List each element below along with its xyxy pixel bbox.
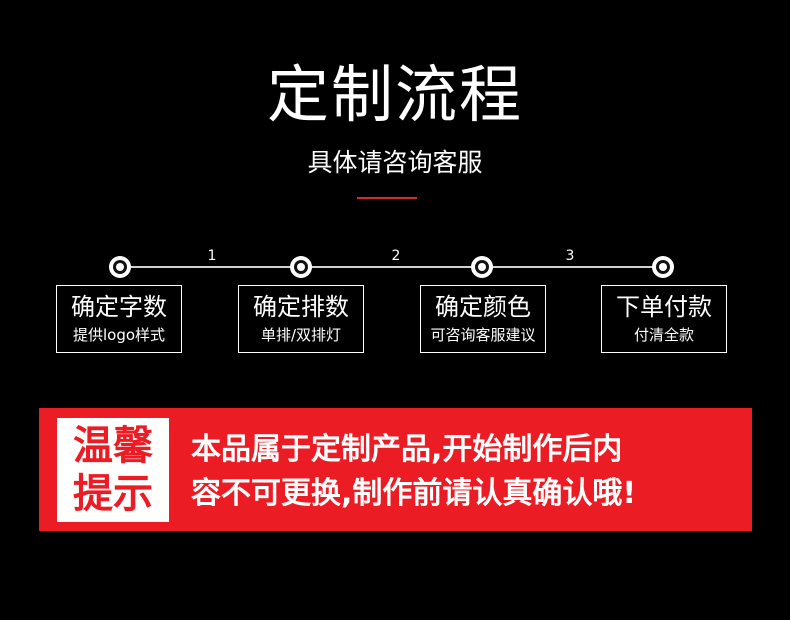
- notice-text-line1: 本品属于定制产品,开始制作后内: [191, 432, 623, 467]
- step-desc: 付清全款: [633, 326, 694, 344]
- accent-divider: [357, 197, 417, 199]
- flow-node-1: [109, 256, 131, 278]
- flow-node-2: [290, 256, 312, 278]
- connector-number-2: 2: [391, 248, 401, 264]
- page-title: 定制流程: [266, 58, 523, 131]
- step-box-4: 下单付款 付清全款: [601, 285, 727, 353]
- step-title: 下单付款: [616, 293, 712, 321]
- step-box-2: 确定排数 单排/双排灯: [238, 285, 364, 353]
- flow-node-3: [471, 256, 493, 278]
- notice-text-line2: 容不可更换,制作前请认真确认哦!: [191, 476, 637, 511]
- step-box-3: 确定颜色 可咨询客服建议: [420, 285, 546, 353]
- notice-label-line2: 提示: [73, 471, 153, 517]
- notice-banner: 温馨 提示 本品属于定制产品,开始制作后内 容不可更换,制作前请认真确认哦!: [39, 408, 752, 531]
- step-title: 确定颜色: [435, 293, 531, 321]
- step-desc: 单排/双排灯: [260, 326, 342, 344]
- step-desc: 可咨询客服建议: [430, 326, 536, 344]
- flow-node-4: [652, 256, 674, 278]
- flow-connector-line: [120, 266, 663, 268]
- step-desc: 提供logo样式: [72, 326, 166, 344]
- notice-label: 温馨 提示: [57, 418, 169, 522]
- notice-text: 本品属于定制产品,开始制作后内 容不可更换,制作前请认真确认哦!: [191, 428, 741, 516]
- connector-number-3: 3: [565, 248, 575, 264]
- step-title: 确定排数: [253, 293, 349, 321]
- page-subtitle: 具体请咨询客服: [307, 148, 483, 177]
- connector-number-1: 1: [207, 248, 217, 264]
- notice-label-line1: 温馨: [73, 423, 153, 469]
- step-title: 确定字数: [71, 293, 167, 321]
- step-box-1: 确定字数 提供logo样式: [56, 285, 182, 353]
